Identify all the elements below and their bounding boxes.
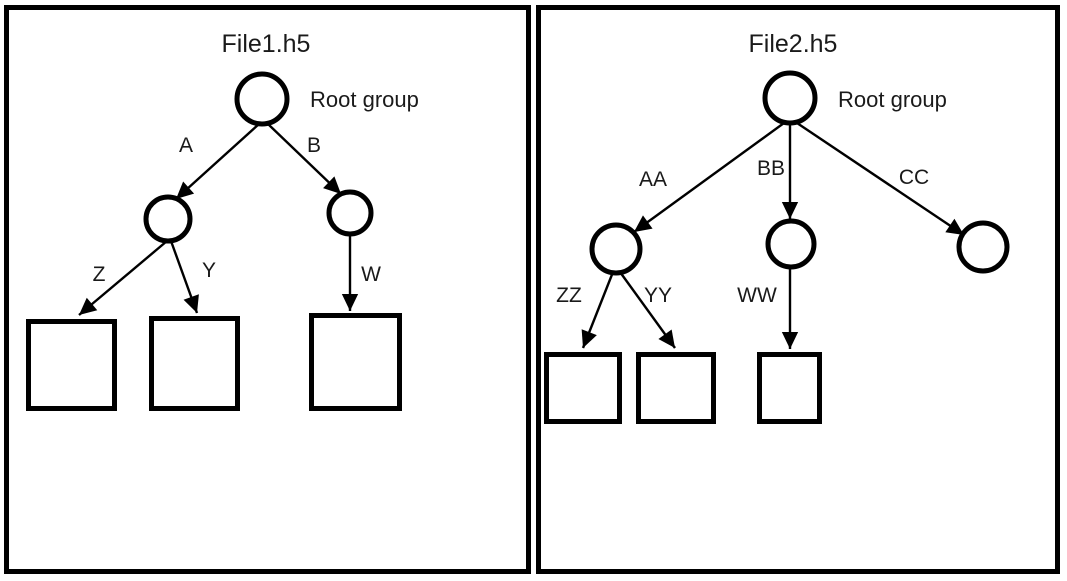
group-node-root2 [762, 70, 818, 126]
edge-label-e-A: A [179, 134, 193, 157]
edge-e-B: B [267, 123, 342, 195]
arrow-head-e-A [176, 181, 195, 199]
dataset-node-dsWW [757, 352, 822, 424]
edge-e-Y: Y [169, 240, 216, 314]
arrow-head-e-YY [658, 329, 675, 348]
edge-e-ZZ: ZZ [556, 271, 615, 349]
dataset-node-dsYY [636, 352, 716, 424]
edge-line-e-Z [78, 240, 168, 316]
root-group-label-file2: Root group [838, 87, 947, 112]
group-node-grpAA [589, 222, 643, 276]
root-group-label-file1: Root group [310, 87, 419, 112]
edge-label-e-WW: WW [737, 284, 777, 307]
edge-label-e-CC: CC [899, 166, 929, 189]
group-node-grpBB [765, 218, 817, 270]
arrow-head-e-W [341, 294, 359, 311]
panel-title-file1: File1.h5 [222, 30, 311, 58]
edge-label-e-YY: YY [644, 284, 672, 307]
arrow-head-e-CC [945, 218, 964, 235]
edge-label-e-Y: Y [202, 259, 216, 282]
edge-e-Z: Z [78, 240, 168, 316]
edge-line-e-A [175, 123, 260, 200]
arrow-head-e-WW [781, 332, 799, 349]
edge-e-WW: WW [737, 267, 799, 349]
group-node-grpCC [956, 220, 1010, 274]
arrow-head-e-Z [79, 297, 98, 315]
panel-title-file2: File2.h5 [749, 30, 838, 58]
arrow-head-e-ZZ [581, 329, 597, 348]
edge-e-BB: BB [757, 123, 799, 219]
edge-label-e-Z: Z [93, 263, 106, 286]
dataset-node-dsZ [26, 319, 117, 411]
edge-label-e-B: B [307, 134, 321, 157]
arrow-head-e-Y [183, 294, 199, 313]
arrow-head-e-B [323, 176, 341, 194]
edge-line-e-AA [633, 122, 785, 233]
arrow-head-e-BB [781, 202, 799, 219]
edge-e-CC: CC [796, 122, 965, 236]
edge-label-e-W: W [361, 263, 381, 286]
edge-label-e-AA: AA [639, 168, 667, 191]
dataset-node-dsZZ [544, 352, 622, 424]
group-node-root [234, 71, 290, 127]
group-node-grpA [143, 194, 193, 244]
edge-e-AA: AA [633, 122, 785, 233]
group-node-grpB [326, 189, 374, 237]
edge-label-e-BB: BB [757, 157, 785, 180]
dataset-node-dsW [309, 313, 402, 411]
edge-label-e-ZZ: ZZ [556, 284, 582, 307]
edge-e-YY: YY [619, 271, 676, 349]
edge-e-W: W [341, 234, 381, 311]
arrow-head-e-AA [634, 215, 653, 232]
dataset-node-dsY [149, 316, 240, 411]
edge-line-e-CC [796, 122, 965, 236]
edge-e-A: A [175, 123, 260, 200]
